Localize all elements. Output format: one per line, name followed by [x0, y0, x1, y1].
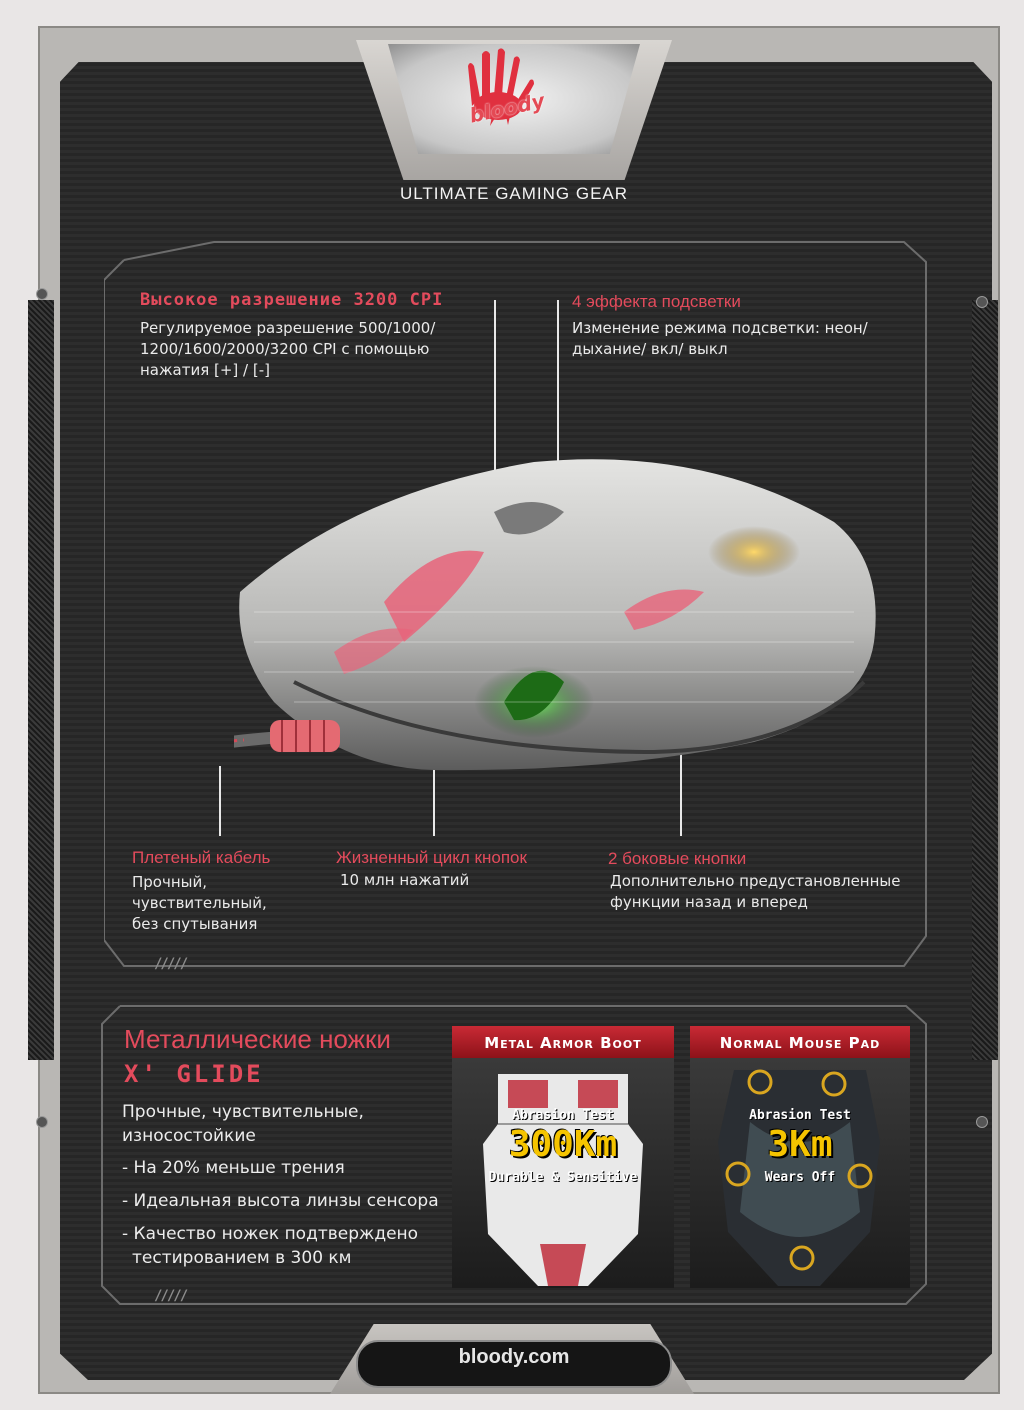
leader-line	[219, 766, 221, 836]
feet-bullet-list: - На 20% меньше трения - Идеальная высот…	[122, 1156, 452, 1279]
normal-test-label: Abrasion Test	[749, 1108, 851, 1123]
tagline: ULTIMATE GAMING GEAR	[399, 184, 629, 203]
upper-frame	[104, 241, 927, 967]
leader-line	[494, 300, 496, 518]
brand-url: bloody.com	[458, 1346, 570, 1368]
bloody-hand-logo-icon	[468, 48, 534, 126]
screw-icon	[36, 1116, 48, 1128]
normal-test-value: 3Km	[767, 1124, 833, 1165]
metal-armor-card: Metal Armor Boot Abrasion Test 300Km Dur…	[452, 1026, 674, 1288]
lower-frame	[101, 1005, 927, 1305]
hatch-decor: /////	[154, 1288, 188, 1304]
list-item: - На 20% меньше трения	[122, 1158, 345, 1178]
screw-icon	[36, 288, 48, 300]
list-item: - Идеальная высота линзы сенсора	[122, 1191, 439, 1211]
feature-lifecycle-title: Жизненный цикл кнопок	[336, 848, 527, 867]
feet-body: Прочные, чувствительные, износостойкие	[122, 1102, 364, 1146]
normal-test-caption: Wears Off	[764, 1170, 836, 1185]
feature-side-buttons-title: 2 боковые кнопки	[608, 849, 747, 868]
feature-lighting-title: 4 эффекта подсветки	[572, 292, 741, 311]
metal-test-caption: Durable & Sensitive	[488, 1170, 638, 1185]
url-badge	[356, 1340, 672, 1388]
screw-icon	[976, 1116, 988, 1128]
feature-cable-body: Прочный, чувствительный, без спутывания	[132, 873, 267, 933]
feature-lighting-body: Изменение режима подсветки: неон/ дыхани…	[572, 319, 868, 358]
hatch-decor: /////	[154, 956, 188, 972]
feature-side-buttons-body: Дополнительно предустановленные функции …	[610, 872, 901, 911]
leader-line	[557, 300, 559, 486]
feature-lifecycle-body: 10 млн нажатий	[340, 871, 470, 889]
left-grille	[28, 300, 54, 1060]
list-item: - Качество ножек подтверждено тестирован…	[122, 1224, 419, 1268]
normal-pad-card: Normal Mouse Pad Abrasion Test 3Km Wears…	[690, 1026, 910, 1288]
metal-foot-icon	[483, 1074, 643, 1286]
feet-subtitle: X' GLIDE	[124, 1060, 264, 1088]
metal-test-label: Abrasion Test	[512, 1108, 614, 1123]
screw-icon	[976, 296, 988, 308]
right-grille	[972, 300, 998, 1060]
gaming-mouse-image	[234, 459, 876, 771]
feet-title: Металлические ножки	[124, 1024, 391, 1054]
card-header: Metal Armor Boot	[452, 1026, 674, 1058]
feature-resolution-body: Регулируемое разрешение 500/1000/ 1200/1…	[140, 319, 436, 379]
feature-resolution-title: Высокое разрешение 3200 CPI	[140, 290, 444, 310]
metal-test-value: 300Km	[508, 1124, 618, 1165]
worn-foot-icon	[718, 1069, 880, 1286]
card-header: Normal Mouse Pad	[690, 1026, 910, 1058]
feature-cable-title: Плетеный кабель	[132, 848, 271, 867]
